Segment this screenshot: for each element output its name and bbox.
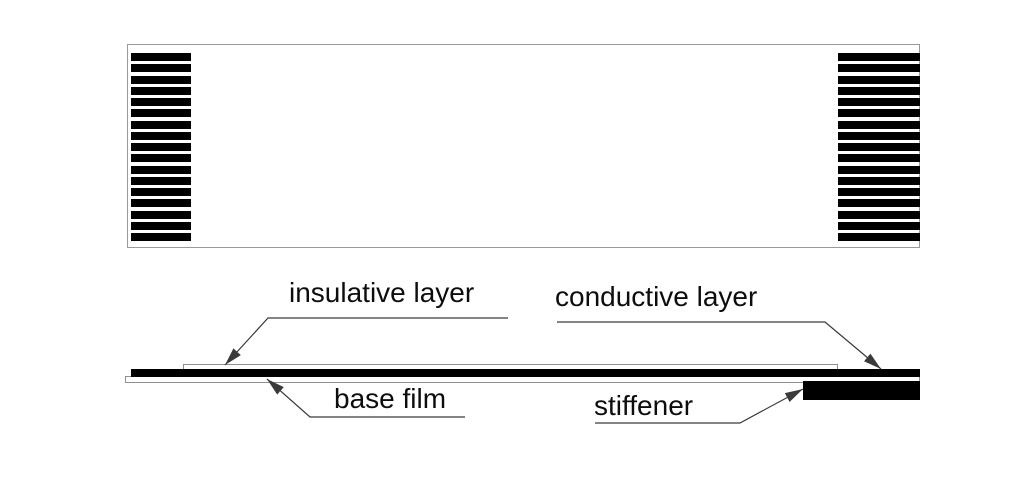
conductor-stripe <box>131 165 191 174</box>
conductor-stripe <box>131 64 191 73</box>
base-film-label: base film <box>334 383 447 414</box>
conductor-stripe <box>131 131 191 140</box>
conductor-stripe <box>131 221 191 230</box>
conductor-stripe <box>838 143 920 151</box>
stiffener-shape <box>803 381 920 400</box>
conductor-stripe <box>838 131 920 140</box>
conductive-layer-shape <box>131 369 920 377</box>
conductor-stripe <box>838 120 920 129</box>
conductor-stripe <box>838 109 920 118</box>
conductor-stripe <box>131 120 191 129</box>
conductor-stripe <box>838 165 920 174</box>
conductor-stripe <box>838 98 920 106</box>
conductor-stripe <box>131 143 191 151</box>
right-conductor-stripes <box>838 53 920 241</box>
conductor-stripe <box>131 199 191 208</box>
conductor-stripe <box>838 154 920 163</box>
conductor-stripe <box>838 188 920 196</box>
conductor-stripe <box>838 221 920 230</box>
conductor-stripe <box>131 86 191 95</box>
conductive-layer-label: conductive layer <box>555 281 758 312</box>
conductor-stripe <box>838 64 920 73</box>
left-conductor-stripes <box>131 53 191 241</box>
conductor-stripe <box>131 75 191 84</box>
stiffener-label: stiffener <box>594 390 694 421</box>
conductive-layer-leader <box>557 321 882 370</box>
insulative-layer-label: insulative layer <box>289 277 475 308</box>
conductor-stripe <box>131 53 191 61</box>
conductor-stripe <box>838 75 920 84</box>
conductor-stripe <box>838 176 920 185</box>
insulative-layer-leader <box>224 317 508 366</box>
conductor-stripe <box>838 86 920 95</box>
conductor-stripe <box>838 199 920 208</box>
cable-top-view-outline <box>127 44 920 248</box>
conductor-stripe <box>131 210 191 219</box>
conductor-stripe <box>131 154 191 163</box>
conductor-stripe <box>838 233 920 241</box>
conductor-stripe <box>838 210 920 219</box>
conductor-stripe <box>131 98 191 106</box>
conductor-stripe <box>838 53 920 61</box>
conductor-stripe <box>131 233 191 241</box>
conductor-stripe <box>131 109 191 118</box>
base-film-shape <box>125 376 920 383</box>
conductor-stripe <box>131 188 191 196</box>
conductor-stripe <box>131 176 191 185</box>
